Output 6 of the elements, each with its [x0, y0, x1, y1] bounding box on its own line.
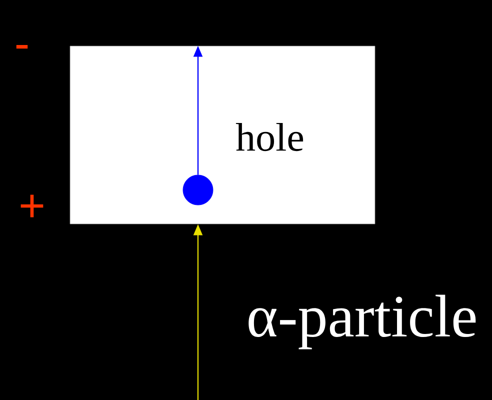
hole-dot: [182, 174, 214, 206]
minus-sign: -: [16, 45, 28, 49]
hole-label: hole: [236, 122, 304, 152]
detector-box: [70, 46, 376, 224]
particle-label: α-particle: [248, 294, 476, 350]
plus-sign: +: [20, 194, 44, 218]
